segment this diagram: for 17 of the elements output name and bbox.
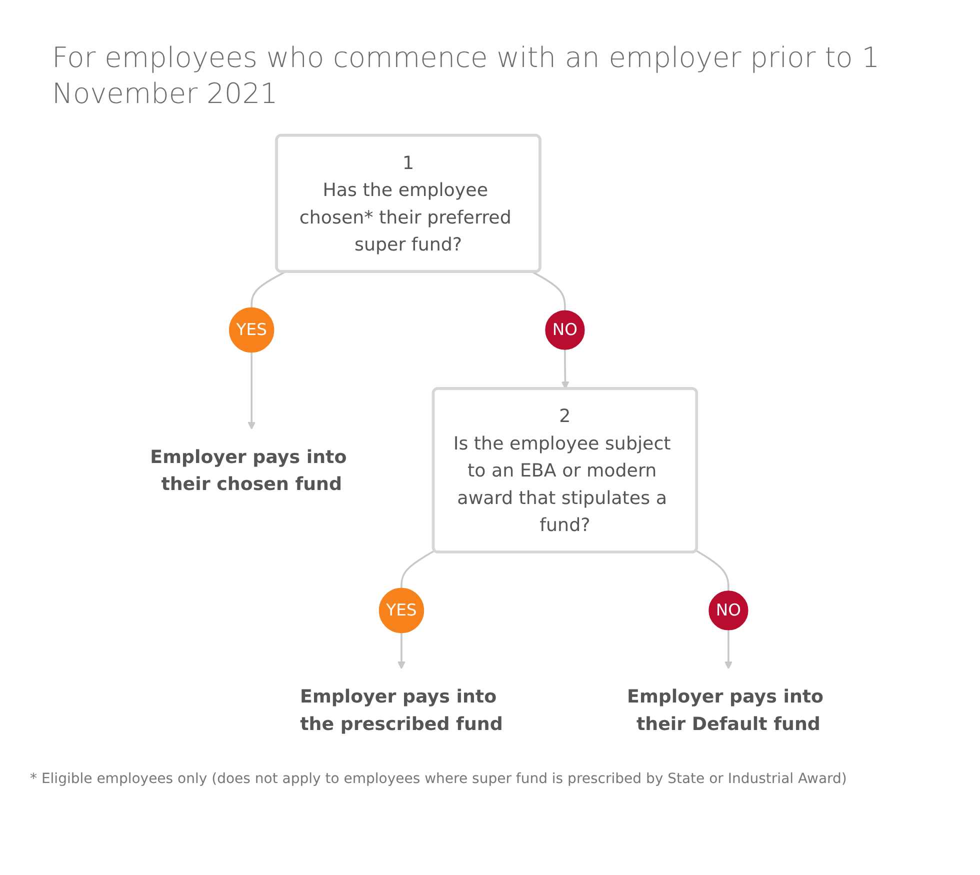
node-circle: NO <box>708 590 748 630</box>
connector <box>250 270 286 308</box>
node-circle: YES <box>228 307 274 352</box>
connector <box>400 550 436 588</box>
connector <box>696 550 730 591</box>
arrow <box>248 352 256 430</box>
diagram-title: For employees who commence with an employer prior to 1 November 2021 <box>52 40 881 112</box>
node-text: Employer pays into their Default fund <box>627 685 824 734</box>
connector <box>532 270 566 310</box>
footnote: * Eligible employees only (does not apply to employees where super fund is prescribed by State or Industrial Award) <box>30 770 848 787</box>
node-text: Employer pays into their chosen fund <box>150 446 347 495</box>
arrow <box>561 349 570 390</box>
node-circle: NO <box>545 310 585 350</box>
node-circle: YES <box>378 588 424 633</box>
arrow <box>724 630 732 670</box>
node-text: Employer pays into the prescribed fund <box>300 685 503 734</box>
arrow <box>397 632 406 670</box>
